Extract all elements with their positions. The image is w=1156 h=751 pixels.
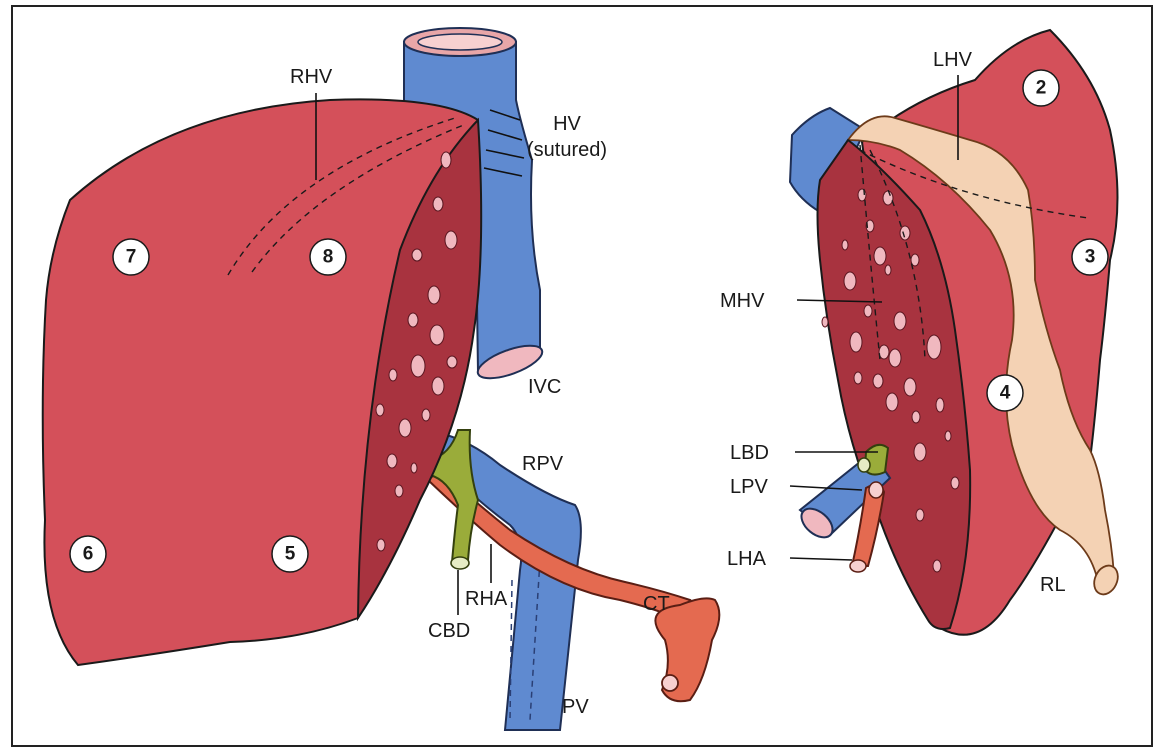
- label-rhv: RHV: [290, 66, 333, 88]
- label-ct: CT: [643, 593, 670, 615]
- label-hv: HV: [553, 113, 581, 135]
- svg-text:4: 4: [1000, 383, 1011, 404]
- label-cbd: CBD: [428, 620, 470, 642]
- segment-8-badge: 8: [310, 239, 346, 275]
- svg-text:5: 5: [285, 544, 296, 565]
- label-lhv: LHV: [933, 49, 973, 71]
- label-mhv: MHV: [720, 290, 765, 312]
- label-rha: RHA: [465, 588, 508, 610]
- segment-7-badge: 7: [113, 239, 149, 275]
- label-pv: PV: [562, 696, 589, 718]
- segment-2-badge: 2: [1023, 70, 1059, 106]
- label-lpv: LPV: [730, 476, 768, 498]
- svg-text:3: 3: [1085, 247, 1096, 268]
- label-hv-sutured: (sutured): [527, 139, 607, 161]
- label-rpv: RPV: [522, 453, 564, 475]
- label-lbd: LBD: [730, 442, 769, 464]
- segment-3-badge: 3: [1072, 239, 1108, 275]
- svg-text:7: 7: [126, 247, 137, 268]
- svg-text:6: 6: [83, 544, 94, 565]
- segment-6-badge: 6: [70, 536, 106, 572]
- label-ivc: IVC: [528, 376, 561, 398]
- label-lha: LHA: [727, 548, 767, 570]
- segment-5-badge: 5: [272, 536, 308, 572]
- label-rl: RL: [1040, 574, 1066, 596]
- svg-text:8: 8: [323, 247, 334, 268]
- segment-4-badge: 4: [987, 375, 1023, 411]
- svg-text:2: 2: [1036, 78, 1047, 99]
